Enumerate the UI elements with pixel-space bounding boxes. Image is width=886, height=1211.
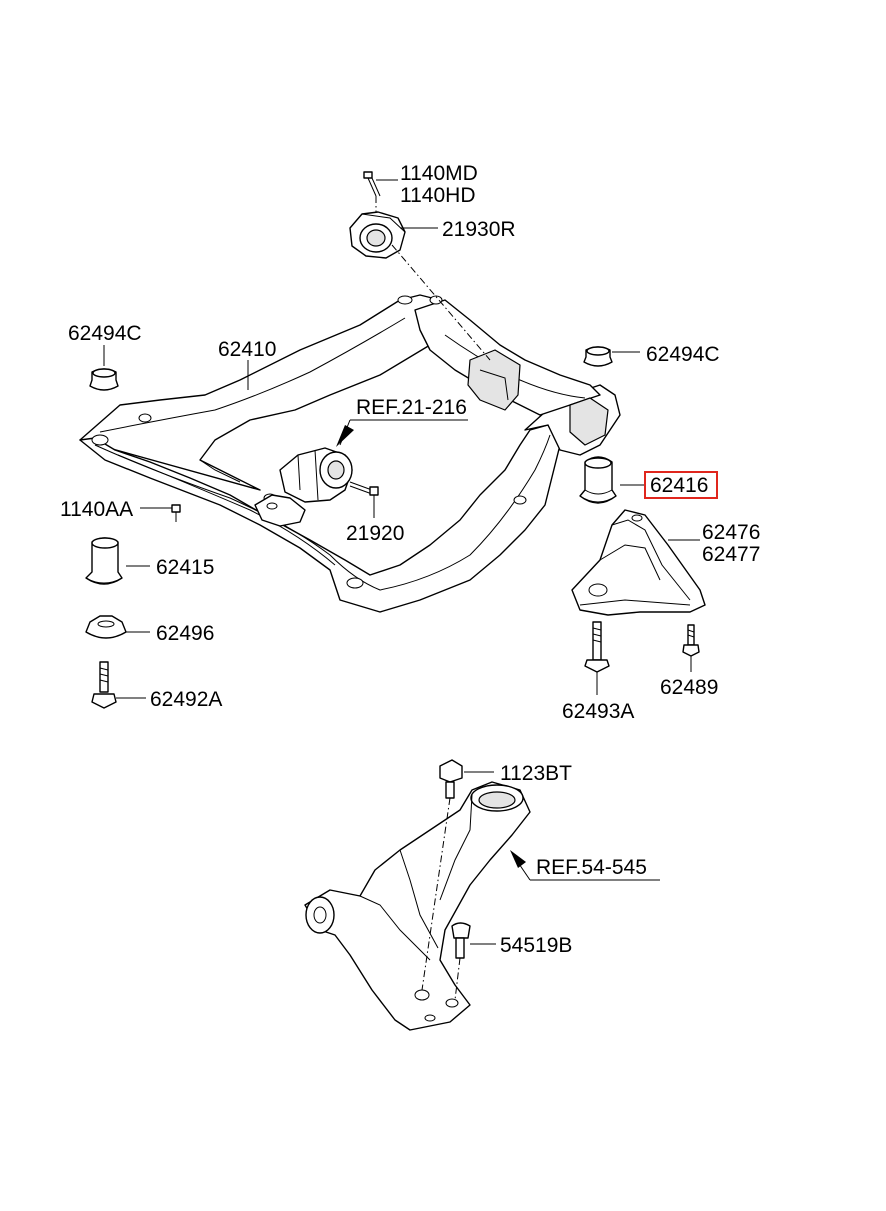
bracket-1140aa[interactable] (254, 494, 306, 527)
bracket-62476-62477[interactable] (571, 509, 706, 616)
bolt-54519b[interactable] (451, 922, 471, 959)
label-ref21216: REF.21-216 (356, 396, 467, 419)
label-54519b: 54519B (500, 934, 572, 957)
label-62477: 62477 (702, 543, 760, 566)
label-62494c-left: 62494C (68, 322, 142, 345)
label-62410: 62410 (218, 338, 276, 361)
label-62416[interactable]: 62416 (650, 474, 708, 497)
label-62492a: 62492A (150, 688, 222, 711)
arrow-ref21216 (336, 425, 354, 447)
bolt-62493a[interactable] (584, 621, 610, 673)
label-62493a: 62493A (562, 700, 634, 723)
label-62489: 62489 (660, 676, 718, 699)
bushing-62416[interactable] (579, 456, 617, 504)
label-1123bt: 1123BT (500, 762, 572, 785)
washer-62496[interactable] (85, 615, 127, 639)
bushing-62415[interactable] (85, 537, 123, 585)
highlight-box-62416 (644, 471, 718, 499)
leader-lines (103, 179, 700, 945)
label-21930r: 21930R (442, 218, 516, 241)
bushing-62494c-right[interactable] (583, 346, 613, 367)
label-62496: 62496 (156, 622, 214, 645)
bolt-62492a[interactable] (91, 661, 117, 709)
label-ref54545: REF.54-545 (536, 856, 647, 879)
subframe-62410[interactable] (79, 294, 621, 613)
bolt-1140md[interactable] (363, 171, 381, 197)
mount-21930r[interactable] (349, 211, 406, 259)
bolt-62489[interactable] (682, 624, 700, 657)
label-1140aa: 1140AA (60, 498, 133, 521)
label-62476: 62476 (702, 521, 760, 544)
mount-21920[interactable] (279, 447, 353, 503)
bolt-21920[interactable] (349, 481, 379, 496)
lower-control-arm[interactable] (304, 781, 531, 1031)
label-62494c-right: 62494C (646, 343, 720, 366)
label-21920: 21920 (346, 522, 404, 545)
bushing-62494c-left[interactable] (89, 368, 119, 391)
bolt-1140aa[interactable] (171, 504, 181, 522)
bolt-1123bt[interactable] (439, 759, 463, 799)
arrow-ref54545 (510, 850, 526, 868)
label-62415: 62415 (156, 556, 214, 579)
label-1140hd: 1140HD (400, 184, 476, 207)
label-1140md: 1140MD (400, 162, 478, 185)
